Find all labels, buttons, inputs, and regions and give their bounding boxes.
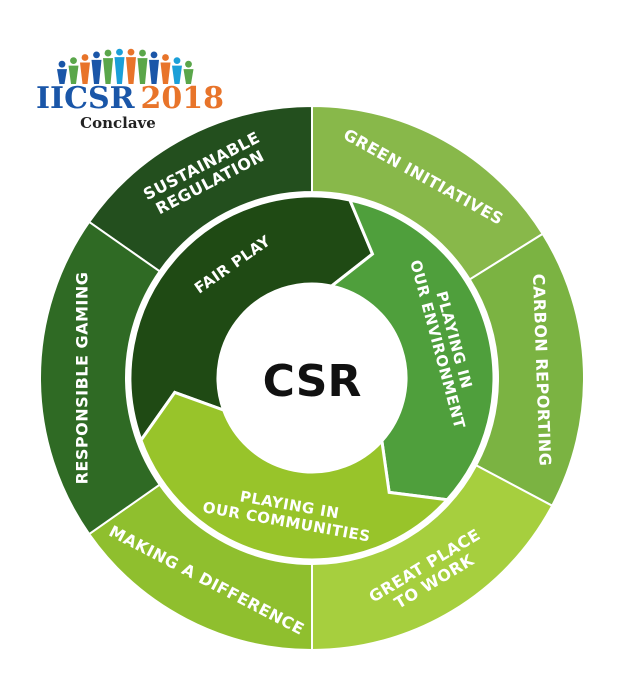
- person-body: [80, 62, 90, 84]
- person-body: [114, 57, 125, 84]
- person-head: [104, 49, 112, 57]
- person-head: [127, 48, 135, 56]
- person-head: [58, 60, 66, 68]
- center-label: CSR: [263, 356, 362, 407]
- person-body: [172, 65, 182, 84]
- person-head: [81, 54, 89, 61]
- people-icon: [57, 48, 194, 84]
- inner-segment-fair-play: [128, 194, 375, 444]
- person-body: [91, 59, 102, 84]
- person-head: [93, 51, 100, 59]
- person-head: [162, 54, 169, 61]
- person-body: [137, 58, 148, 84]
- person-head: [185, 60, 192, 68]
- inner-segment-playing-in-our-communities: [139, 390, 451, 562]
- outer-responsible-gaming-label-line1: RESPONSIBLE GAMING: [73, 272, 92, 485]
- person-body: [126, 57, 136, 84]
- person-body: [68, 65, 79, 84]
- person-body: [160, 62, 171, 84]
- person-body: [103, 58, 113, 84]
- person-body: [183, 69, 194, 84]
- person-head: [70, 57, 77, 65]
- person-head: [116, 48, 123, 56]
- inner-segment-playing-in-our-environment: [328, 197, 496, 502]
- person-head: [139, 49, 146, 57]
- logo-acronym-part1: IICSR: [36, 81, 136, 116]
- person-head: [173, 57, 181, 65]
- person-body: [149, 59, 159, 84]
- person-head: [150, 51, 158, 59]
- person-body: [57, 69, 67, 84]
- outer-segment-responsible-gaming: [39, 220, 162, 536]
- center-circle: [220, 286, 404, 470]
- logo-subtitle: Conclave: [80, 114, 156, 132]
- logo-acronym-part2: 2018: [141, 81, 225, 116]
